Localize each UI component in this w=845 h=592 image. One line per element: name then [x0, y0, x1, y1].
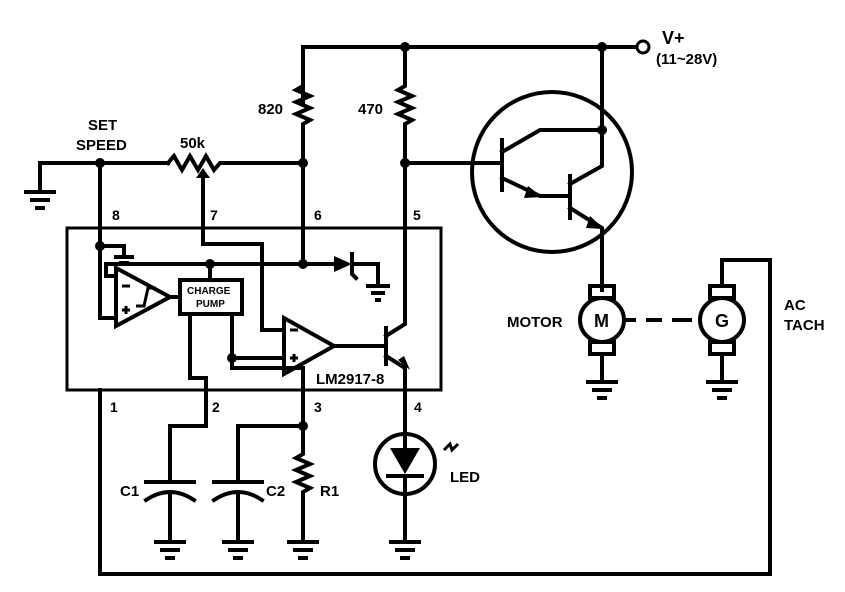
r1-label: R1 — [320, 483, 339, 500]
ac-label: AC — [784, 297, 806, 314]
resistor-470 — [392, 45, 418, 165]
resistor-470-label: 470 — [358, 101, 383, 118]
pin-3-label: 3 — [314, 399, 322, 415]
pin-2-label: 2 — [212, 399, 220, 415]
internal-bus — [205, 252, 390, 302]
output-opamp — [282, 314, 388, 378]
charge-pump-label-line1: CHARGE — [187, 286, 231, 297]
motor-label: MOTOR — [507, 314, 563, 331]
charge-pump-label-line2: PUMP — [196, 299, 225, 310]
ground-left — [24, 190, 56, 210]
set-speed-line — [38, 151, 308, 192]
pin7-wiring — [201, 188, 286, 332]
pin-1-label: 1 — [110, 399, 118, 415]
supply-range: (11~28V) — [656, 51, 717, 68]
led — [373, 410, 460, 560]
resistor-r1 — [287, 410, 319, 560]
set-speed-label-line1: SET — [88, 117, 117, 134]
ic-outline — [65, 226, 443, 392]
led-label: LED — [450, 469, 480, 486]
darlington-internal — [403, 45, 607, 292]
supply-terminal — [635, 39, 651, 55]
set-speed-label-line2: SPEED — [76, 137, 127, 154]
pin-6-label: 6 — [314, 207, 322, 223]
tach-label: TACH — [784, 317, 825, 334]
motor — [578, 284, 626, 400]
ac-tachometer — [98, 258, 772, 576]
charge-pump-outputs — [188, 312, 305, 414]
darlington-transistor — [470, 90, 634, 254]
pot-label: 50k — [180, 135, 206, 152]
pin-8-label: 8 — [112, 207, 120, 223]
ic-label: LM2917-8 — [316, 371, 384, 388]
c2-label: C2 — [266, 483, 285, 500]
resistor-820 — [290, 78, 316, 165]
resistor-820-label: 820 — [258, 101, 283, 118]
supply-label: V+ — [662, 28, 685, 48]
capacitor-c1 — [143, 410, 208, 560]
tach-letter: G — [715, 311, 729, 331]
pin-5-label: 5 — [413, 207, 421, 223]
motor-letter: M — [594, 311, 609, 331]
output-transistor — [383, 226, 410, 414]
supply-rail — [301, 39, 651, 106]
capacitor-c2 — [211, 424, 305, 560]
pin-7-label: 7 — [210, 207, 218, 223]
pin-4-label: 4 — [414, 399, 422, 415]
c1-label: C1 — [120, 483, 139, 500]
